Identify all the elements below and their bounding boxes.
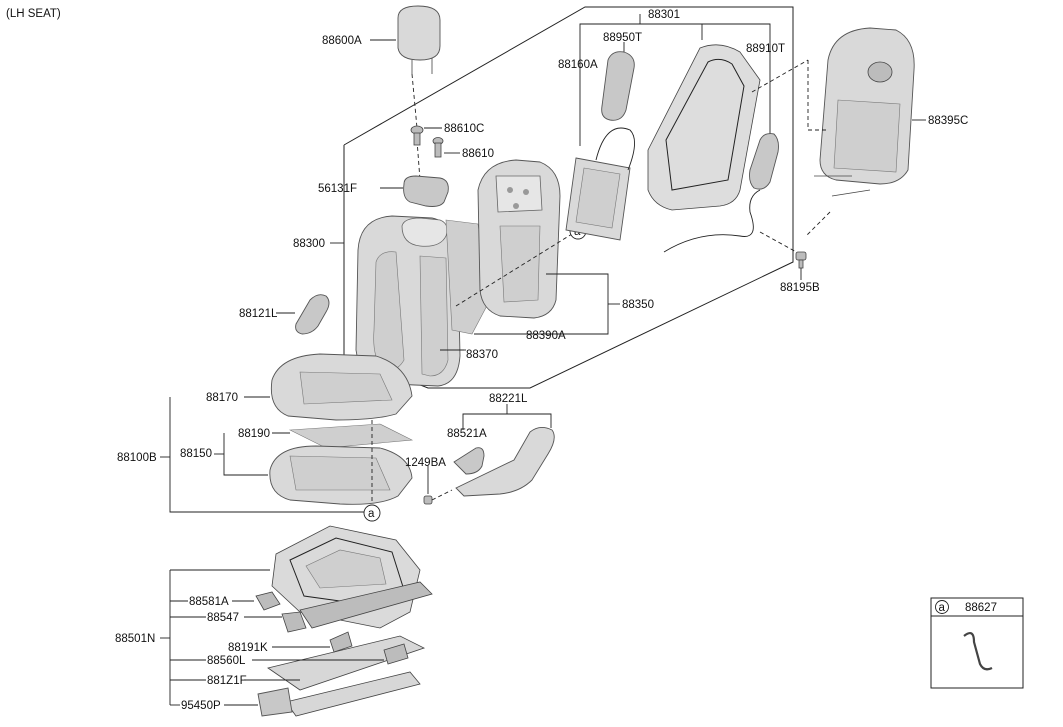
airbag-module-part [749, 133, 779, 190]
cushion-heater-part [288, 423, 414, 449]
label-88501N: 88501N [115, 633, 155, 645]
label-88547: 88547 [207, 612, 239, 624]
module-part [257, 687, 293, 717]
motor-part [255, 591, 281, 611]
headrest-part [397, 5, 441, 74]
power-seat-switch-part [453, 447, 485, 475]
label-88301: 88301 [648, 9, 680, 21]
side-shield-part [455, 427, 555, 497]
diagram-title: (LH SEAT) [6, 8, 61, 20]
label-1249BA: 1249BA [405, 457, 446, 469]
label-88600A: 88600A [322, 35, 362, 47]
headrest-guide [432, 137, 444, 158]
seat-cushion-pad-part [269, 445, 413, 505]
side-airbag-part [601, 51, 635, 121]
label-88610: 88610 [462, 148, 494, 160]
label-88160A: 88160A [558, 59, 598, 71]
bezel-part [403, 175, 449, 207]
seatback-frame-part [647, 44, 761, 211]
wiring-harness [663, 189, 761, 253]
label-88221L: 88221L [489, 393, 528, 405]
headrest-guide-lock [410, 125, 424, 146]
label-88150: 88150 [180, 448, 212, 460]
label-56131F: 56131F [318, 183, 357, 195]
seat-frame-track-part [271, 525, 433, 629]
label-88560L: 88560L [207, 655, 246, 667]
seatback-cover-part [355, 215, 461, 387]
lumbar-support-part [565, 127, 635, 241]
back-board-part [814, 27, 915, 197]
label-95450P: 95450P [181, 700, 221, 712]
label-88121L: 88121L [239, 308, 278, 320]
screw-part [423, 495, 433, 505]
label-88521A: 88521A [447, 428, 487, 440]
inset-marker: a [939, 602, 946, 614]
callout-circle-a-lower [363, 504, 381, 522]
inset-callout-box: a 88627 [930, 597, 1024, 689]
label-88191K: 88191K [228, 642, 268, 654]
label-88610C: 88610C [444, 123, 484, 135]
label-88395C: 88395C [928, 115, 968, 127]
rail-assembly-part [267, 631, 426, 717]
label-88370: 88370 [466, 349, 498, 361]
bolt-part [795, 251, 807, 269]
seat-cushion-cover-part [270, 353, 413, 421]
label-881Z1F: 881Z1F [207, 675, 247, 687]
label-88300: 88300 [293, 238, 325, 250]
inset-part-number: 88627 [965, 602, 997, 614]
label-88950T: 88950T [603, 32, 642, 44]
pump-part [281, 611, 307, 633]
label-88350: 88350 [622, 299, 654, 311]
label-88100B: 88100B [117, 452, 157, 464]
label-88170: 88170 [206, 392, 238, 404]
label-88390A: 88390A [526, 330, 566, 342]
label-88195B: 88195B [780, 282, 820, 294]
callout-a-lower: a [368, 508, 375, 520]
label-88581A: 88581A [189, 596, 229, 608]
clip-wire-part [963, 632, 993, 671]
label-88190: 88190 [238, 428, 270, 440]
seatback-pad-part [477, 159, 561, 319]
label-88910T: 88910T [746, 43, 785, 55]
side-cover-part [295, 294, 330, 335]
